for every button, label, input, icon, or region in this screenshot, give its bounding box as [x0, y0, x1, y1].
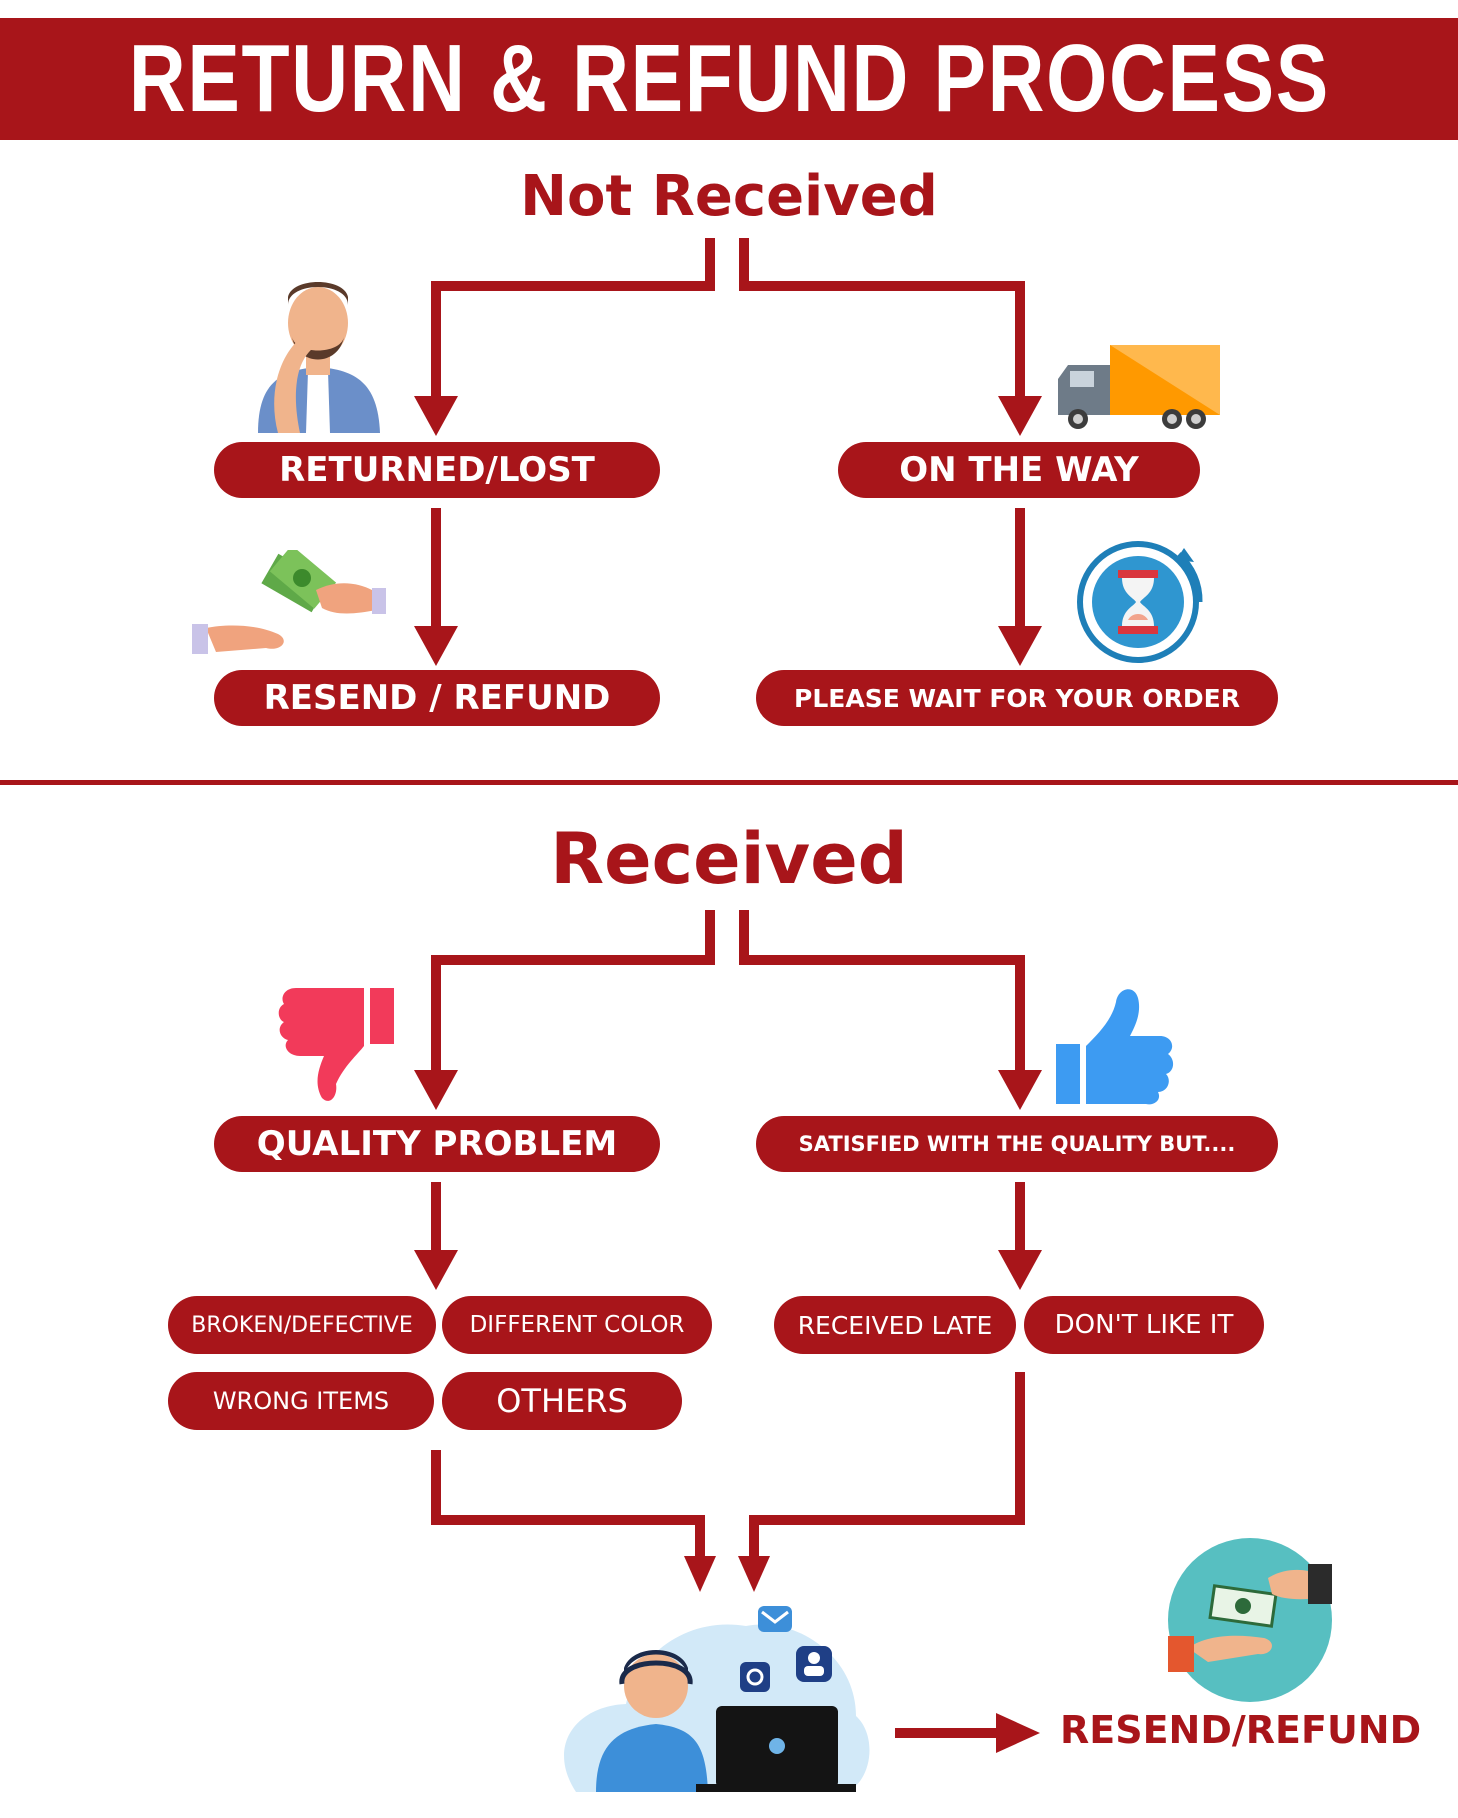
received-late-pill: RECEIVED LATE: [774, 1296, 1016, 1354]
wrong-items-pill: WRONG ITEMS: [168, 1372, 434, 1430]
different-color-pill: DIFFERENT COLOR: [442, 1296, 712, 1354]
customer-support-icon: [564, 1606, 870, 1792]
returned-lost-pill: RETURNED/LOST: [214, 442, 660, 498]
received-heading: Received: [550, 818, 908, 900]
resend-refund-pill: RESEND / REFUND: [214, 670, 660, 726]
refund-hands-icon: [1168, 1538, 1332, 1702]
thumbs-up-icon: [1056, 989, 1174, 1105]
delivery-truck-icon: [1058, 345, 1220, 429]
not-received-heading: Not Received: [520, 164, 938, 229]
page-title: RETURN & REFUND PROCESS: [128, 25, 1330, 132]
on-the-way-pill: ON THE WAY: [838, 442, 1200, 498]
quality-problem-pill: QUALITY PROBLEM: [214, 1116, 660, 1172]
others-pill: OTHERS: [442, 1372, 682, 1430]
please-wait-pill: PLEASE WAIT FOR YOUR ORDER: [756, 670, 1278, 726]
hourglass-icon: [1077, 541, 1203, 663]
frustrated-man-icon: [258, 282, 380, 433]
broken-defective-pill: BROKEN/DEFECTIVE: [168, 1296, 436, 1354]
title-banner: RETURN & REFUND PROCESS: [0, 18, 1458, 140]
money-handover-icon: [192, 550, 386, 654]
thumbs-down-icon: [278, 988, 394, 1101]
section-divider: [0, 780, 1458, 785]
dont-like-it-pill: DON'T LIKE IT: [1024, 1296, 1264, 1354]
satisfied-pill: SATISFIED WITH THE QUALITY BUT....: [756, 1116, 1278, 1172]
final-resend-refund: RESEND/REFUND: [1060, 1708, 1422, 1752]
